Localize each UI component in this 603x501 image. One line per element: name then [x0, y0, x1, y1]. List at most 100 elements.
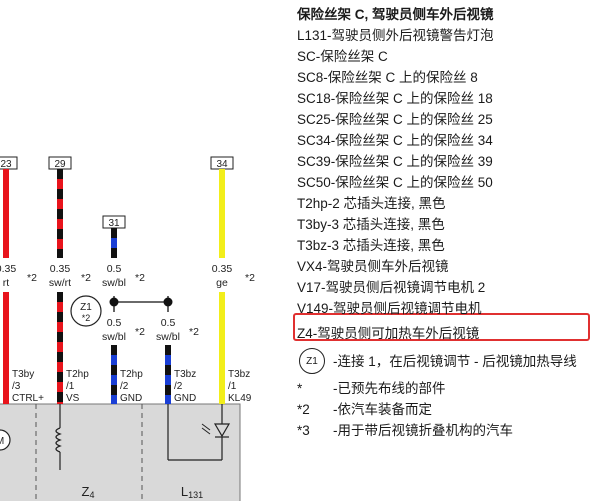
legend-desc: -保险丝架 C 上的保险丝 50	[330, 175, 493, 190]
legend-item: SC50-保险丝架 C 上的保险丝 50	[297, 172, 603, 193]
component-sub: 4	[89, 490, 94, 500]
legend-desc: -驾驶员侧后视镜调节电机 2	[321, 280, 486, 295]
component-label-l131: L131	[181, 484, 203, 500]
wire-number-label: 29	[54, 159, 66, 170]
connector-note: Z1 -连接 1，在后视镜调节 - 后视镜加热导线	[297, 344, 603, 378]
legend-code: V17	[297, 280, 322, 295]
legend-item: SC8-保险丝架 C 上的保险丝 8	[297, 67, 603, 88]
wire-star-label: *2	[81, 272, 91, 284]
wire-gauge-label: 0.5	[107, 263, 122, 275]
wire-color-label: sw/bl	[102, 277, 126, 289]
lamp-ray-icon	[201, 423, 211, 431]
component-label-z4: Z4	[82, 484, 95, 500]
wire-gauge-label: 0.5	[107, 317, 122, 329]
pin-number: /2	[120, 381, 129, 392]
pin-signal: KL49	[228, 393, 252, 404]
legend-desc: -3 芯插头连接, 黑色	[327, 238, 445, 253]
wire-number-label: 23	[0, 159, 12, 170]
wire-star-label: *2	[245, 272, 255, 284]
pin-label: T2hp	[120, 369, 143, 380]
wire-color-label: sw/rt	[49, 277, 71, 289]
legend-desc: -驾驶员侧可加热车外后视镜	[312, 326, 480, 341]
pin-signal: VS	[66, 393, 80, 404]
legend-code: T2hp	[297, 196, 328, 211]
legend-code: Z4	[297, 326, 313, 341]
wire-gauge-label: 0.35	[50, 263, 71, 275]
legend-code: SC8	[297, 70, 324, 85]
legend-item: T2hp-2 芯插头连接, 黑色	[297, 193, 603, 214]
pin-label: T3by	[12, 369, 34, 380]
legend-item: V17-驾驶员侧后视镜调节电机 2	[297, 277, 603, 298]
pin-label: T3bz	[228, 369, 250, 380]
connector-z1-label: Z1	[80, 302, 92, 313]
pin-number: /1	[228, 381, 237, 392]
wire-star-label: *2	[135, 272, 145, 284]
component-letter: L	[181, 484, 188, 499]
wire-number-label: 31	[108, 218, 120, 229]
wire-color-label: rt	[3, 277, 9, 289]
legend-item: SC34-保险丝架 C 上的保险丝 34	[297, 130, 603, 151]
legend-code: L131	[297, 28, 328, 43]
wire-color-label: ge	[216, 277, 228, 289]
pin-label: T3bz	[174, 369, 196, 380]
legend-desc: -驾驶员侧车外后视镜	[322, 259, 449, 274]
legend-item: V149-驾驶员侧后视镜调节电机	[297, 298, 603, 319]
connector-circle-icon: Z1	[299, 348, 325, 374]
lamp-ray-icon	[201, 427, 211, 435]
note-desc: -已预先布线的部件	[333, 381, 446, 396]
legend-code: T3by	[297, 217, 328, 232]
legend-desc: -驾驶员侧外后视镜警告灯泡	[327, 28, 494, 43]
legend-code: SC50	[297, 175, 331, 190]
component-housing	[0, 403, 241, 501]
pin-number: /3	[12, 381, 21, 392]
legend-item: T3by-3 芯插头连接, 黑色	[297, 214, 603, 235]
wire-star-label: *2	[135, 326, 145, 338]
junction-dot	[109, 297, 119, 307]
legend-code: VX4	[297, 259, 323, 274]
connector-note-desc: -连接 1，在后视镜调节 - 后视镜加热导线	[333, 353, 577, 369]
component-letter: Z	[82, 484, 90, 499]
legend-code: SC18	[297, 91, 331, 106]
legend-desc: -保险丝架 C 上的保险丝 18	[330, 91, 493, 106]
legend-code: SC34	[297, 133, 331, 148]
note-desc: -依汽车装备而定	[333, 402, 432, 417]
wire-gauge-label: 0.35	[0, 263, 16, 275]
note-code: *2	[297, 402, 310, 417]
legend-desc: -保险丝架 C	[315, 49, 388, 64]
wire-color-label: sw/bl	[156, 331, 180, 343]
legend-desc: -保险丝架 C 上的保险丝 34	[330, 133, 493, 148]
wire-color-label: sw/bl	[102, 331, 126, 343]
junction-dot	[163, 297, 173, 307]
legend-code: SC25	[297, 112, 331, 127]
note-item: *2 -依汽车装备而定	[297, 399, 603, 420]
pin-signal: GND	[174, 393, 196, 404]
wire-star-label: *2	[189, 326, 199, 338]
legend-desc: -2 芯插头连接, 黑色	[327, 196, 446, 211]
legend-item: T3bz-3 芯插头连接, 黑色	[297, 235, 603, 256]
legend-item: L131-驾驶员侧外后视镜警告灯泡	[297, 25, 603, 46]
wire-star-label: *2	[27, 272, 37, 284]
motor-symbol-icon: M	[0, 436, 4, 447]
legend-item: SC39-保险丝架 C 上的保险丝 39	[297, 151, 603, 172]
legend-item: Z4-驾驶员侧可加热车外后视镜	[297, 323, 603, 344]
legend-item: SC-保险丝架 C	[297, 46, 603, 67]
legend-item: VX4-驾驶员侧车外后视镜	[297, 256, 603, 277]
wire-number-label: 34	[216, 159, 228, 170]
note-code: *3	[297, 423, 310, 438]
legend-item: SC18-保险丝架 C 上的保险丝 18	[297, 88, 603, 109]
heater-coil-icon	[55, 427, 62, 453]
legend-item: SC25-保险丝架 C 上的保险丝 25	[297, 109, 603, 130]
legend-desc: -驾驶员侧后视镜调节电机	[328, 301, 482, 316]
wire-gauge-label: 0.35	[212, 263, 233, 275]
legend-code: V149	[297, 301, 329, 316]
note-item: *3 -用于带后视镜折叠机构的汽车	[297, 420, 603, 441]
legend-desc: -保险丝架 C 上的保险丝 8	[323, 70, 478, 85]
note-desc: -用于带后视镜折叠机构的汽车	[333, 423, 513, 438]
pin-signal: GND	[120, 393, 142, 404]
component-sub: 131	[188, 490, 203, 500]
legend-title: 保险丝架 C, 驾驶员侧车外后视镜	[297, 7, 494, 22]
